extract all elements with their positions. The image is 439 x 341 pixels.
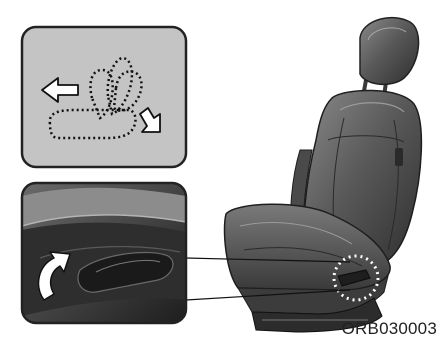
inset-seat-adjustment: [22, 27, 186, 167]
car-seat: [225, 18, 422, 332]
inset-lever-closeup: [22, 183, 186, 323]
figure-code: ORB030003: [342, 319, 437, 339]
